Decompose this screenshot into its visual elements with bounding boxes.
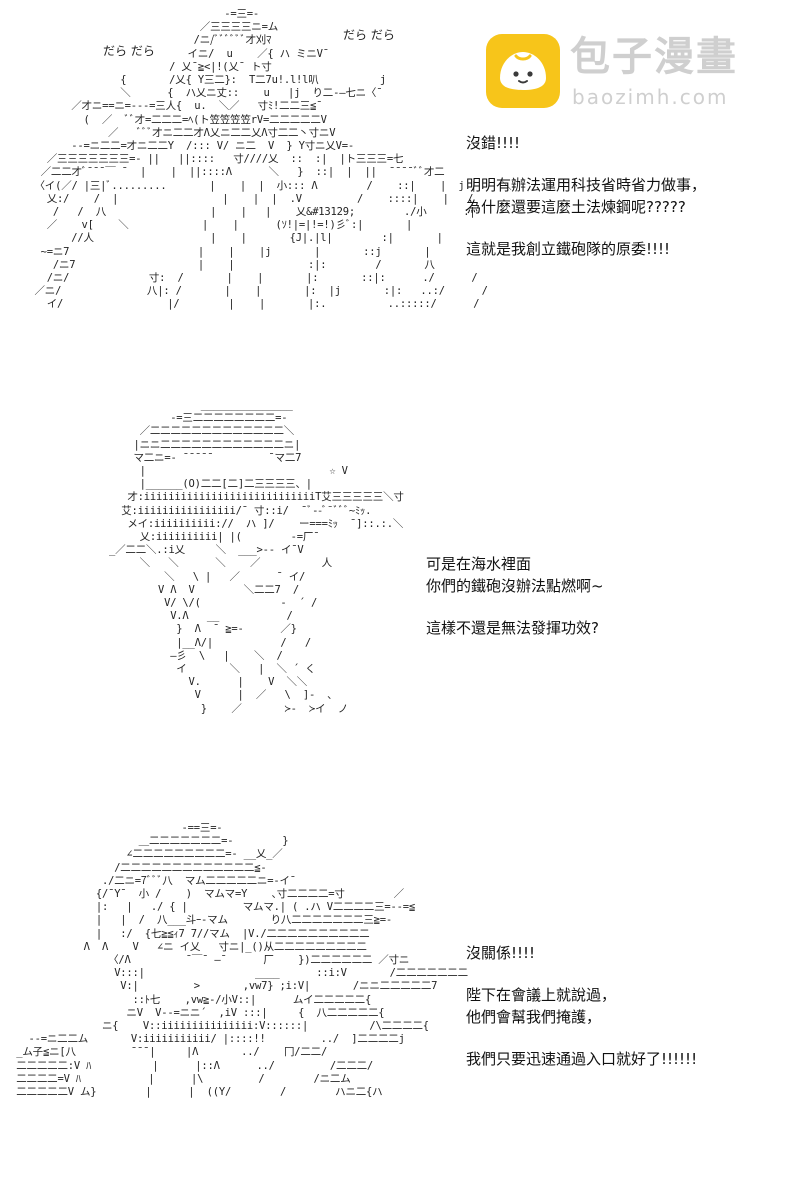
dialogue-line: 這樣不還是無法發揮功效? [426,619,599,637]
dialogue-line: 為什麼還要這麼土法煉鋼呢????? [466,198,686,216]
dialogue-line: 陛下在會議上就說過， [466,986,617,1004]
bun-logo-icon [486,34,560,108]
dialogue-line: 沒關係!!!! [466,944,536,962]
sound-effect-text: だら だら [103,44,155,58]
comic-panel-1: -=三=- ／三三三三ニ=ム /ニ/ﾞﾞﾞﾞﾞﾞ才刈ﾏ イニ/ u ／{ ハ ミ… [0,0,800,395]
ascii-art-figure: -=三=- ／三三三三ニ=ム /ニ/ﾞﾞﾞﾞﾞﾞ才刈ﾏ イニ/ u ／{ ハ ミ… [34,8,512,311]
sound-effect-text: だら だら [343,28,395,42]
dialogue-line: 我們只要迅速通過入口就好了!!!!!! [466,1050,698,1068]
dialogue-line: 可是在海水裡面 [426,555,532,573]
dialogue-text: 可是在海水裡面 你們的鐵砲沒辦法點燃啊~ 這樣不還是無法發揮功效? [426,553,604,639]
ascii-art-figure: _______________ -=三二二二二二二二二=- ／二二二二二二二二二… [108,399,404,715]
dialogue-line: 明明有辦法運用科技省時省力做事， [466,176,707,194]
ascii-art-figure: -==三=- ＿二二二二二二二=- } ∠二二二二二二二二二=- __乂_／ /… [16,822,468,1099]
dialogue-text: 沒關係!!!! 陛下在會議上就說過， 他們會幫我們掩護， 我們只要迅速通過入口就… [466,942,697,1070]
dialogue-line: 沒錯!!!! [466,134,521,152]
comic-panel-2: _______________ -=三二二二二二二二二=- ／二二二二二二二二二… [0,395,800,820]
dialogue-line: 他們會幫我們掩護， [466,1008,602,1026]
watermark-title: 包子漫畫 [570,34,738,80]
watermark: 包子漫畫 baozimh.com [486,32,786,116]
dialogue-text: 沒錯!!!! 明明有辦法運用科技省時省力做事， 為什麼還要這麼土法煉鋼呢????… [466,132,706,260]
dialogue-line: 你們的鐵砲沒辦法點燃啊~ [426,577,604,595]
comic-panel-3: -==三=- ＿二二二二二二二=- } ∠二二二二二二二二二=- __乂_／ /… [0,820,800,1200]
dialogue-line: 這就是我創立鐵砲隊的原委!!!! [466,240,671,258]
watermark-domain: baozimh.com [572,85,729,109]
